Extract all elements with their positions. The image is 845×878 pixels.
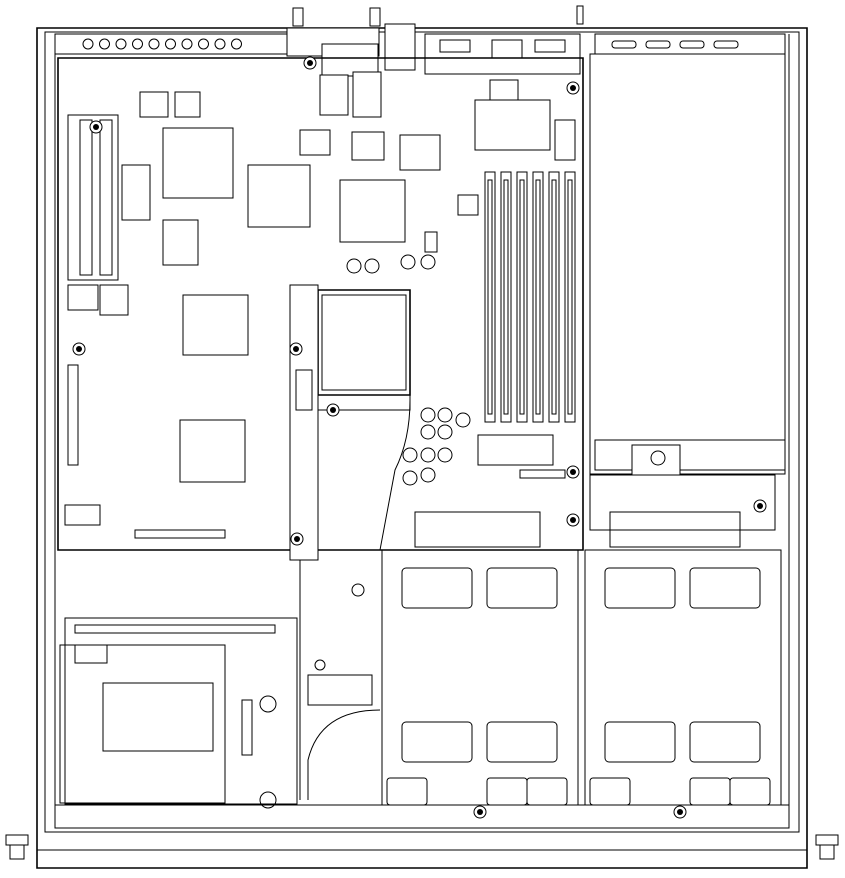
- capacitor: [438, 448, 452, 462]
- chip: [163, 220, 198, 265]
- dimm-slot: [517, 172, 527, 422]
- rear-port: [182, 39, 192, 49]
- screw-head: [293, 346, 299, 352]
- riser-area: [590, 54, 785, 475]
- chip: [183, 295, 248, 355]
- screw-head: [93, 124, 99, 130]
- psu-handle-slot: [590, 778, 630, 805]
- chip: [248, 165, 310, 227]
- dimm-slot: [501, 172, 511, 422]
- hard-drive: [60, 618, 297, 808]
- capacitor: [365, 259, 379, 273]
- capacitor: [421, 425, 435, 439]
- chip: [180, 420, 245, 482]
- rear-io-panel: [55, 6, 785, 76]
- vent-cutout: [487, 568, 557, 608]
- screw-head: [307, 60, 313, 66]
- power-supplies: [382, 550, 781, 805]
- expansion-slot: [680, 41, 704, 48]
- screw-head: [570, 469, 576, 475]
- expansion-slot: [612, 41, 636, 48]
- capacitor: [403, 471, 417, 485]
- capacitor: [421, 468, 435, 482]
- dimm-socket: [568, 180, 572, 414]
- vent-cutout: [605, 722, 675, 762]
- dimm-socket: [520, 180, 524, 414]
- mounting-screws: [73, 57, 766, 818]
- capacitor: [403, 448, 417, 462]
- psu-handle-slot: [487, 778, 527, 805]
- rear-port: [133, 39, 143, 49]
- screw-head: [570, 85, 576, 91]
- vent-cutout: [605, 568, 675, 608]
- expansion-slot: [646, 41, 670, 48]
- capacitor: [347, 259, 361, 273]
- dimm-socket: [536, 180, 540, 414]
- chip: [163, 128, 233, 198]
- capacitor: [401, 255, 415, 269]
- psu-handle-slot: [730, 778, 770, 805]
- dimm-slot: [533, 172, 543, 422]
- screw-head: [570, 517, 576, 523]
- chip: [400, 135, 440, 170]
- chip: [100, 285, 128, 315]
- capacitor: [421, 448, 435, 462]
- chip: [555, 120, 575, 160]
- psu-handle-slot: [387, 778, 427, 805]
- air-duct: [308, 584, 380, 800]
- screw-head: [330, 407, 336, 413]
- chip: [65, 505, 100, 525]
- capacitor: [421, 255, 435, 269]
- psu-handle-slot: [527, 778, 567, 805]
- chip: [353, 72, 381, 117]
- capacitor: [438, 408, 452, 422]
- chip: [340, 180, 405, 242]
- dimm-slot: [549, 172, 559, 422]
- motherboard: [58, 58, 775, 800]
- rear-port: [100, 39, 110, 49]
- vent-cutout: [487, 722, 557, 762]
- dimm-slot: [565, 172, 575, 422]
- screw-head: [76, 346, 82, 352]
- rear-port: [199, 39, 209, 49]
- dimm-socket: [504, 180, 508, 414]
- rear-port: [83, 39, 93, 49]
- chip: [140, 92, 168, 117]
- screw-head: [477, 809, 483, 815]
- chip: [68, 285, 98, 310]
- capacitor: [438, 425, 452, 439]
- vent-cutout: [690, 568, 760, 608]
- power-supply-bay: [585, 550, 781, 805]
- chip: [175, 92, 200, 117]
- psu-handle-slot: [690, 778, 730, 805]
- chip: [320, 75, 348, 115]
- rear-port: [149, 39, 159, 49]
- rear-port: [116, 39, 126, 49]
- capacitor: [456, 413, 470, 427]
- chip: [425, 232, 437, 252]
- vent-cutout: [690, 722, 760, 762]
- screw-head: [757, 503, 763, 509]
- dimm-socket: [488, 180, 492, 414]
- chip: [352, 132, 384, 160]
- rear-port: [232, 39, 242, 49]
- rear-port: [215, 39, 225, 49]
- chip: [458, 195, 478, 215]
- screw-head: [677, 809, 683, 815]
- vent-cutout: [402, 568, 472, 608]
- vent-cutout: [402, 722, 472, 762]
- dimm-socket: [552, 180, 556, 414]
- capacitor: [421, 408, 435, 422]
- chip: [490, 80, 518, 100]
- expansion-slot: [714, 41, 738, 48]
- rear-port: [166, 39, 176, 49]
- chip: [300, 130, 330, 155]
- screw-head: [294, 536, 300, 542]
- dimm-slot: [485, 172, 495, 422]
- cpu-heatsink: [318, 290, 410, 395]
- power-supply-bay: [382, 550, 578, 805]
- chip: [122, 165, 150, 220]
